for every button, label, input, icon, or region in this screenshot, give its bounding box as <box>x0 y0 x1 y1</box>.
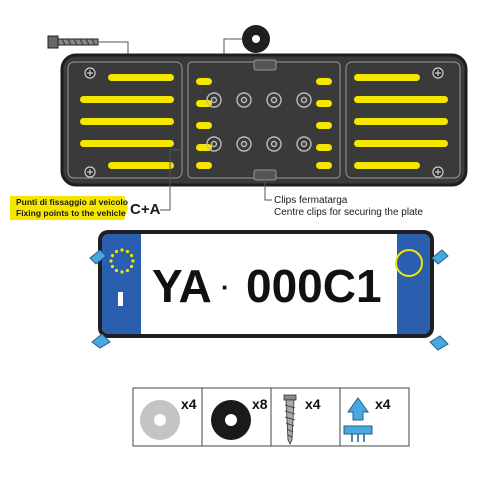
fixing-points-en-label: Fixing points to the vehicle <box>16 208 126 218</box>
washer-black-icon <box>211 400 251 440</box>
fixing-points-callout: Punti di fissaggio al veicolo Fixing poi… <box>10 149 182 220</box>
eu-star <box>114 268 119 273</box>
plate-frame-back <box>60 53 468 187</box>
plate-left-text: YA <box>152 260 212 312</box>
clip-icon <box>343 397 373 442</box>
screw-qty: x4 <box>305 396 321 412</box>
washer-black-icon <box>242 25 270 53</box>
eu-star <box>114 249 119 254</box>
plate-clips <box>89 249 449 351</box>
eu-band <box>102 234 141 334</box>
eu-star <box>131 259 135 263</box>
eu-star <box>120 270 124 274</box>
eu-star <box>120 248 124 252</box>
eu-star <box>125 249 130 254</box>
right-yellow-slots <box>354 74 448 169</box>
eu-star <box>125 268 130 273</box>
black-washer-qty: x8 <box>252 396 268 412</box>
parts-table: x4 x8 x4 x4 <box>132 387 410 447</box>
clips-it-label: Clips fermatarga <box>274 195 348 206</box>
eu-star <box>110 264 115 269</box>
fixing-code-label: C+A <box>130 201 161 218</box>
centre-yellow-slots <box>196 78 332 169</box>
clips-en-label: Centre clips for securing the plate <box>274 207 423 218</box>
fixing-points-it-label: Punti di fissaggio al veicolo <box>16 197 128 207</box>
plate-right-text: 000C1 <box>246 260 382 312</box>
right-blue-band <box>397 234 430 334</box>
eu-star <box>109 259 113 263</box>
centre-clips-callout: Clips fermatarga Centre clips for securi… <box>264 180 423 218</box>
corner-fixing-points <box>84 67 444 178</box>
eu-star <box>129 264 134 269</box>
grey-washer-qty: x4 <box>181 396 197 412</box>
license-plate-front: YA · 000C1 <box>98 230 434 338</box>
registration-circle <box>395 249 423 277</box>
eu-star <box>129 253 134 258</box>
eu-stars-icon <box>109 248 135 274</box>
left-yellow-slots <box>80 74 174 169</box>
plate-separator: · <box>221 272 230 302</box>
screw-icon <box>47 35 99 49</box>
screw-icon <box>283 394 297 445</box>
clip-qty: x4 <box>375 396 391 412</box>
washer-grey-icon <box>140 400 180 440</box>
eu-star <box>110 253 115 258</box>
mounting-holes <box>206 92 312 152</box>
